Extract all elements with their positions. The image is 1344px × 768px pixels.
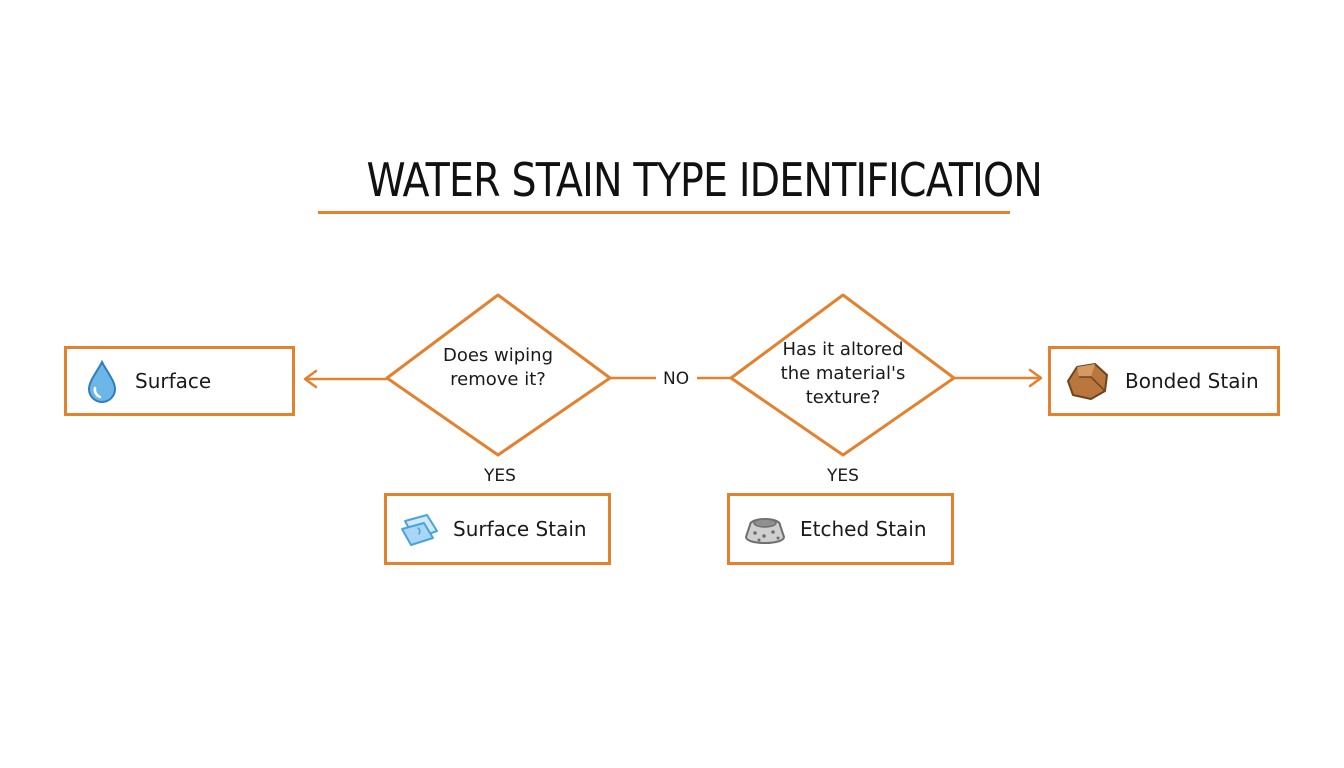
arrowhead-bonded <box>1028 368 1043 388</box>
pitted-stone-icon <box>745 518 785 544</box>
outcome-surface-stain-label: Surface Stain <box>453 517 587 541</box>
edge-label-yes-2: YES <box>827 466 859 486</box>
decision-diamond-2 <box>729 293 956 457</box>
outcome-etched-stain-label: Etched Stain <box>800 517 927 541</box>
decision-question-2: Has it altored the material's texture? <box>780 339 906 408</box>
outcome-surface-stain: Surface Stain <box>384 493 611 565</box>
water-drop-icon <box>87 359 117 403</box>
mineral-rock-icon <box>1067 363 1108 400</box>
outcome-bonded-stain: Bonded Stain <box>1048 346 1280 416</box>
outcome-bonded-stain-label: Bonded Stain <box>1125 369 1259 393</box>
outcome-surface: Surface <box>64 346 295 416</box>
outcome-etched-stain: Etched Stain <box>727 493 954 565</box>
edge-label-no: NO <box>663 369 690 389</box>
title-underline <box>318 211 1010 214</box>
arrowhead-surface <box>303 369 318 389</box>
decision-diamond-1 <box>385 293 612 457</box>
outcome-surface-label: Surface <box>135 369 212 393</box>
decision-question-1: Does wiping remove it? <box>442 345 554 390</box>
page-title: WATER STAIN TYPE IDENTIFICATION <box>366 153 1042 207</box>
edge-label-yes-1: YES <box>484 466 516 486</box>
wet-cloth-icon <box>401 514 438 546</box>
